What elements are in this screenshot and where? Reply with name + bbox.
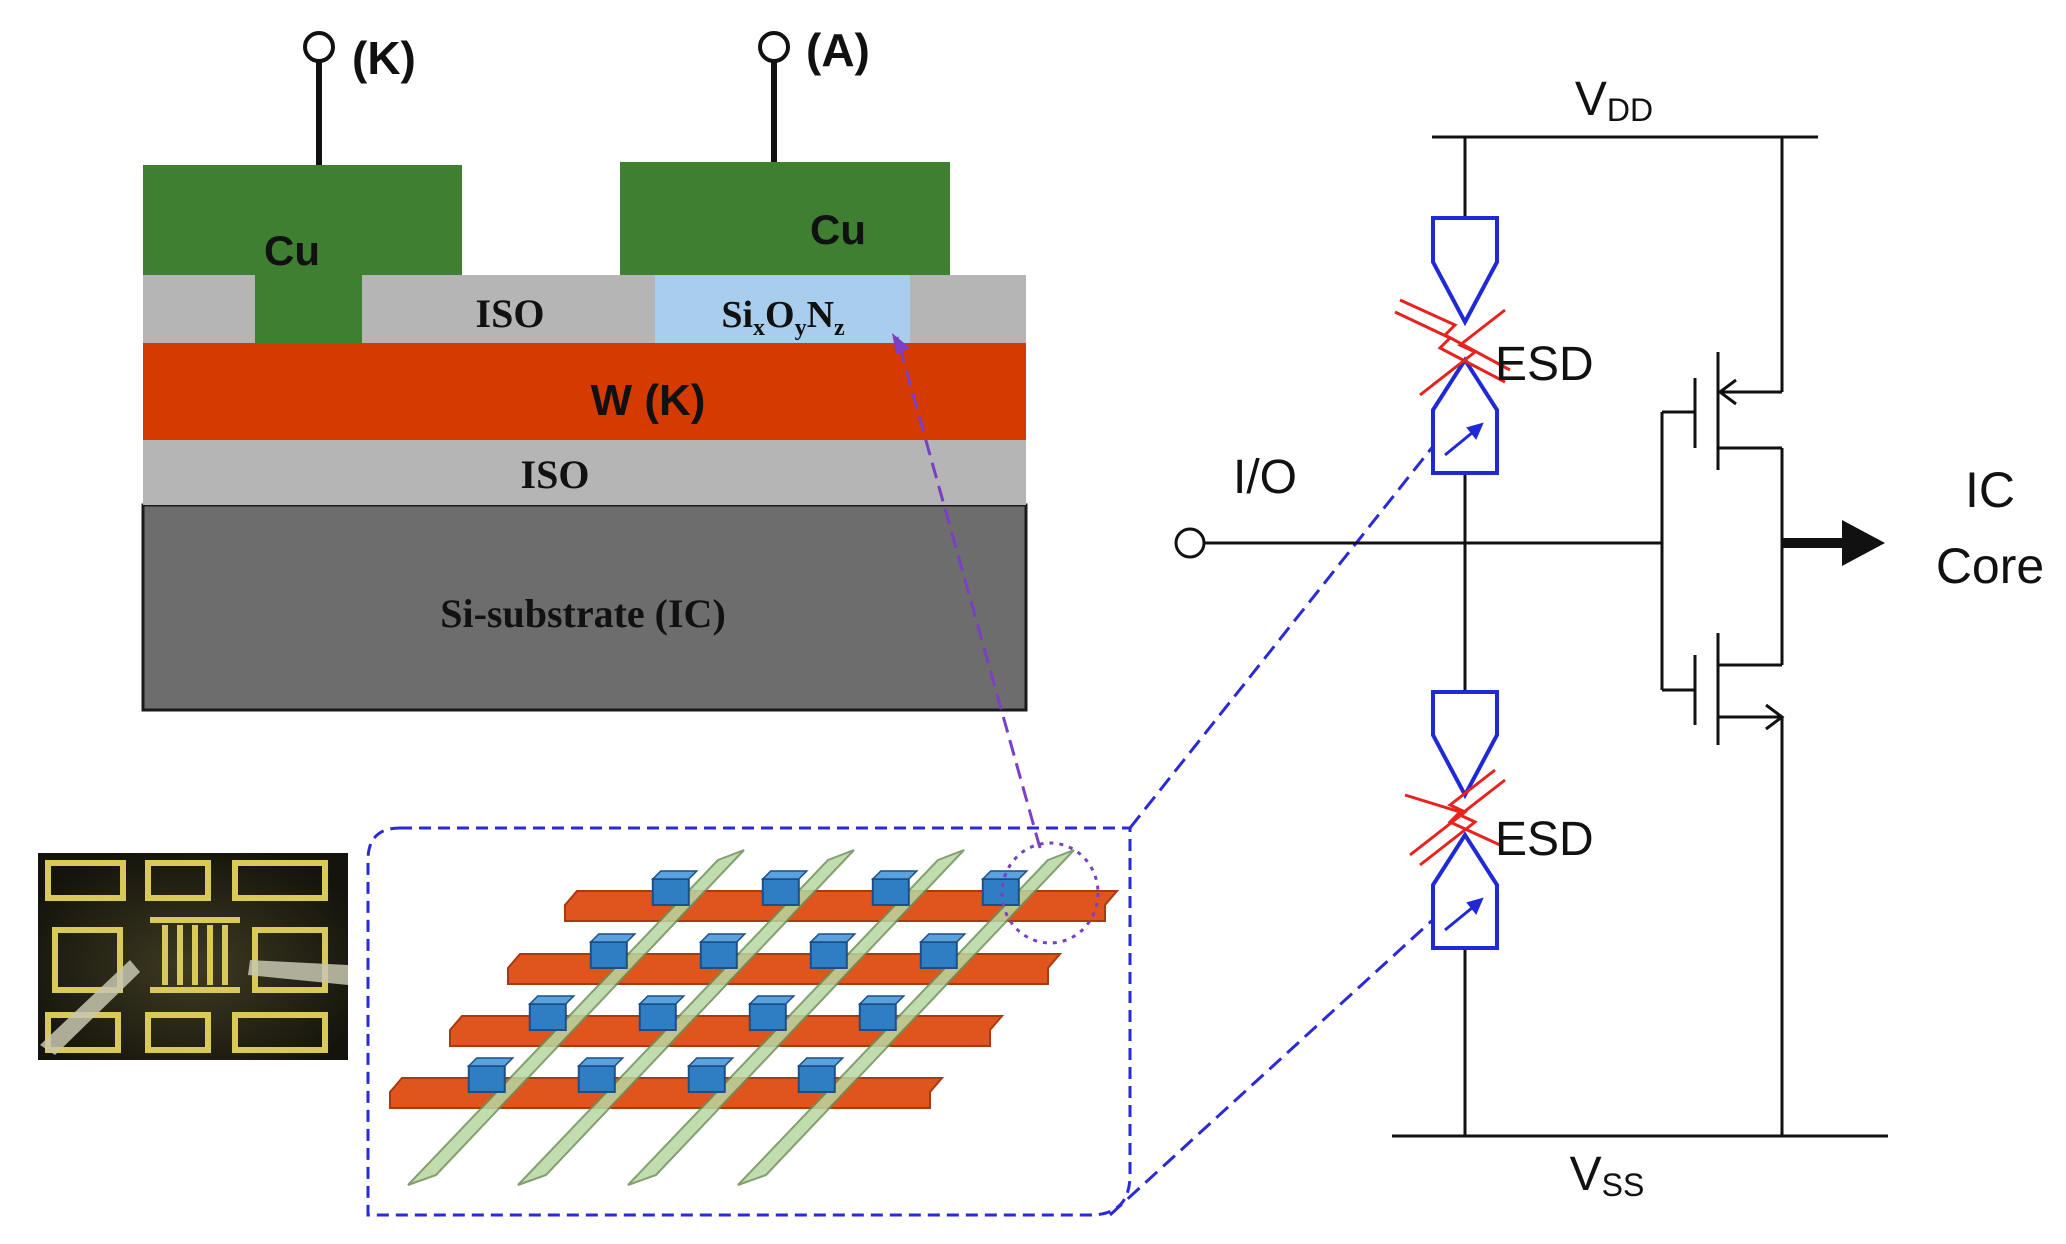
crossbar-row (564, 890, 1120, 922)
crossbar-cell (467, 1065, 506, 1093)
crossbar-cell (687, 1065, 726, 1093)
crossbar-cell (761, 878, 800, 906)
esd-device-top (1431, 216, 1499, 475)
esd-spark-top-icon (1394, 298, 1511, 397)
tungsten-layer (143, 343, 1026, 440)
crossbar-cell (797, 1065, 836, 1093)
esd-bottom-leader-line (1108, 913, 1440, 1217)
crossbar-cell (651, 878, 690, 906)
cu-left-electrode (143, 165, 462, 343)
crossbar-cell-top (760, 870, 809, 880)
crossbar-cell-top (637, 995, 686, 1005)
crossbar-cells (466, 870, 1029, 1093)
inset-dashed-frame (366, 826, 1132, 1217)
crossbar-cell-top (686, 1057, 735, 1067)
crossbar-cell (748, 1003, 787, 1031)
oxynitride-leader-arrow-icon (892, 333, 910, 354)
cu-right-label: Cu (810, 206, 866, 253)
esd-bottom-lower-electrode (1431, 831, 1499, 950)
vdd-label: VDD (1575, 73, 1653, 128)
crossbar-cell (871, 878, 910, 906)
crossbar-cell (809, 941, 848, 969)
crossbar-cell-top (918, 933, 967, 943)
substrate-label: Si-substrate (IC) (440, 591, 726, 636)
cathode-terminal-icon (303, 31, 335, 63)
crossbar-cell (699, 941, 738, 969)
io-terminal-icon (1174, 527, 1206, 559)
esd-top-leader-line (1128, 439, 1440, 829)
crossbar-cell-top (527, 995, 576, 1005)
crossbar-array-inset (366, 826, 1132, 1217)
anode-label: (A) (806, 24, 870, 76)
crossbar-cell (528, 1003, 567, 1031)
crossbar-cell (589, 941, 628, 969)
esd-top-label: ESD (1495, 338, 1594, 391)
layer-stack: (K) (A) Cu Cu ISO SixOyNz W (K) ISO Si-s… (141, 24, 1028, 712)
ic-core-label-line1: IC (1965, 462, 2015, 518)
esd-top-lower-electrode (1431, 356, 1499, 475)
iso-bottom-label: ISO (521, 452, 590, 497)
esd-bottom-upper-electrode (1431, 690, 1499, 800)
pmos-arrow-icon (1717, 378, 1737, 406)
iso-bottom-layer (143, 440, 1026, 505)
crossbar-cell-top (747, 995, 796, 1005)
crossbar-cell-top (576, 1057, 625, 1067)
tungsten-label: W (K) (591, 376, 706, 425)
crossbar-cell (981, 878, 1020, 906)
esd-bottom-label: ESD (1495, 813, 1594, 866)
crossbar-cell-top (870, 870, 919, 880)
anode-terminal-icon (758, 31, 790, 63)
cu-left-label: Cu (264, 227, 320, 274)
crossbar-columns (407, 849, 1075, 1186)
esd-circuit (1174, 135, 1888, 1138)
oxynitride-label: SixOyNz (721, 294, 845, 341)
oxynitride-layer (655, 275, 910, 343)
cathode-label: (K) (352, 32, 416, 84)
crossbar-cell-top (466, 1057, 515, 1067)
oxynitride-leader-line (895, 336, 1042, 849)
crossbar-cell-top (698, 933, 747, 943)
crossbar-cell (577, 1065, 616, 1093)
crossbar-cell-top (808, 933, 857, 943)
crossbar-cell-top (588, 933, 637, 943)
esd-device-bottom (1431, 690, 1499, 950)
iso-top-label: ISO (476, 291, 545, 336)
ic-core-label-line2: Core (1936, 538, 2044, 594)
crossbar-column (407, 849, 745, 1186)
crossbar-cell-top (796, 1057, 845, 1067)
cu-right-electrode (620, 162, 950, 275)
ic-core-arrow-icon (1842, 520, 1885, 566)
zoom-circle (1000, 841, 1100, 945)
si-substrate-layer (141, 503, 1028, 712)
device-micrograph (38, 853, 348, 1060)
crossbar-cell-top (650, 870, 699, 880)
crossbar-column (737, 849, 1075, 1186)
crossbar-cell-top (857, 995, 906, 1005)
crossbar-column (627, 849, 965, 1186)
crossbar-cell (858, 1003, 897, 1031)
io-label: I/O (1233, 451, 1297, 504)
esd-spark-bottom-icon (1404, 768, 1506, 867)
vss-label: VSS (1570, 1148, 1645, 1203)
crossbar-column (517, 849, 855, 1186)
crossbar-cell (919, 941, 958, 969)
crossbar-cell (638, 1003, 677, 1031)
esd-top-upper-electrode (1431, 216, 1499, 327)
